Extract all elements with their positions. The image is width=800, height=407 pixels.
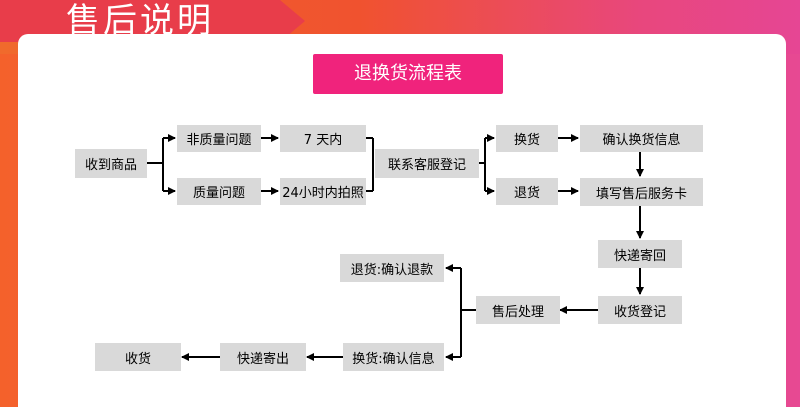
node-quality: 质量问题 xyxy=(177,178,261,205)
node-express-out: 快递寄出 xyxy=(220,343,306,371)
node-after-sales: 售后处理 xyxy=(476,296,560,324)
node-return: 退货 xyxy=(496,178,558,205)
node-contact-cs: 联系客服登记 xyxy=(375,149,479,178)
node-express-back: 快递寄回 xyxy=(598,240,682,268)
node-return-confirm-refund: 退货:确认退款 xyxy=(340,254,444,282)
node-exchange-confirm-info: 换货:确认信息 xyxy=(343,343,444,371)
subtitle-banner: 退换货流程表 xyxy=(313,54,503,94)
node-non-quality: 非质量问题 xyxy=(177,125,261,152)
node-confirm-exchange-info: 确认换货信息 xyxy=(580,125,703,152)
node-fill-card: 填写售后服务卡 xyxy=(580,178,703,206)
node-exchange: 换货 xyxy=(496,125,558,152)
node-photo-24h: 24小时内拍照 xyxy=(280,178,366,205)
node-receipt-register: 收货登记 xyxy=(598,296,682,324)
node-receive: 收到商品 xyxy=(75,149,147,178)
subtitle-text: 退换货流程表 xyxy=(354,63,462,84)
node-seven-days: 7 天内 xyxy=(280,125,366,152)
node-final-receive: 收货 xyxy=(95,343,181,371)
